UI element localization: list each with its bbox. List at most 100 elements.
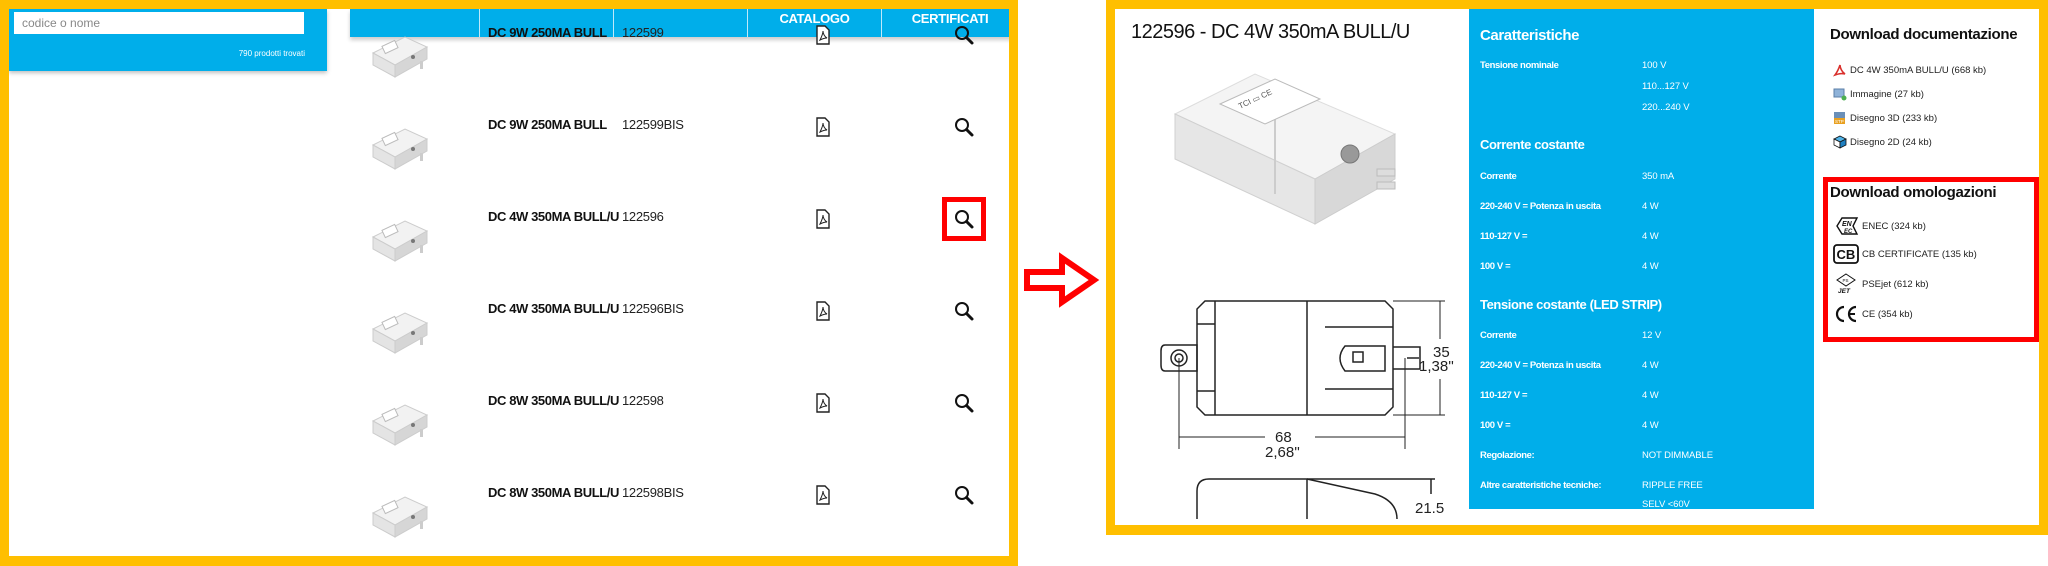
product-thumbnail[interactable] <box>365 117 435 177</box>
spec-label: Corrente <box>1480 171 1517 182</box>
header-code <box>614 9 748 37</box>
download-label: PSEjet (612 kb) <box>1862 278 1929 290</box>
product-code: 122599 <box>622 25 664 40</box>
header-catalogo[interactable]: CATALOGO <box>748 9 882 37</box>
download-label: CB CERTIFICATE (135 kb) <box>1862 248 1977 260</box>
search-panel: 790 prodotti trovati <box>9 9 327 71</box>
table-row[interactable]: DC 8W 350MA BULL/U 122598 <box>350 387 1009 479</box>
download-image[interactable]: Immagine (27 kb) <box>1833 83 1924 105</box>
spec-value: 12 V <box>1642 330 1662 341</box>
table-row[interactable]: DC 9W 250MA BULL 122599BIS <box>350 111 1009 203</box>
pdf-icon[interactable] <box>815 393 831 413</box>
spec-label: 100 V = <box>1480 261 1511 272</box>
homologations-title: Download omologazioni <box>1830 184 1997 201</box>
svg-text:PS: PS <box>1843 278 1849 283</box>
magnifier-icon[interactable] <box>953 24 975 46</box>
download-label: DC 4W 350mA BULL/U (668 kb) <box>1850 64 1987 76</box>
table-row[interactable]: DC 9W 250MA BULL 122599 <box>350 19 1009 111</box>
product-name[interactable]: DC 9W 250MA BULL <box>488 25 607 40</box>
specs-panel: Caratteristiche Tensione nominale 100 V … <box>1469 9 1814 510</box>
search-input[interactable] <box>14 12 304 34</box>
product-name[interactable]: DC 4W 350MA BULL/U <box>488 301 619 316</box>
product-code: 122596BIS <box>622 301 684 316</box>
download-3d-drawing[interactable]: STP Disegno 3D (233 kb) <box>1833 107 1937 129</box>
spec-label: 110-127 V = <box>1480 390 1528 401</box>
table-row[interactable]: DC 4W 350MA BULL/U 122596BIS <box>350 295 1009 387</box>
product-code: 122598BIS <box>622 485 684 500</box>
download-catalog-pdf[interactable]: DC 4W 350mA BULL/U (668 kb) <box>1833 59 1986 81</box>
spec-value: NOT DIMMABLE <box>1642 450 1713 461</box>
product-thumbnail[interactable] <box>365 25 435 85</box>
width-in-label: 2,68'' <box>1265 444 1300 461</box>
spec-value: 4 W <box>1642 360 1659 371</box>
right-arrow-icon <box>1024 252 1100 308</box>
corrente-costante-heading: Corrente costante <box>1480 137 1585 152</box>
header-image <box>350 9 480 37</box>
magnifier-icon[interactable] <box>953 484 975 506</box>
product-list-screenshot: 790 prodotti trovati CATALOGO CERTIFICAT… <box>0 0 1018 566</box>
download-ce[interactable]: CE (354 kb) <box>1833 303 1913 325</box>
results-count: 790 prodotti trovati <box>238 49 305 58</box>
spec-label: Tensione nominale <box>1480 60 1559 71</box>
download-2d-drawing[interactable]: Disegno 2D (24 kb) <box>1833 131 1932 153</box>
table-header: CATALOGO CERTIFICATI <box>350 9 1009 37</box>
product-code: 122599BIS <box>622 117 684 132</box>
magnifier-icon[interactable] <box>953 116 975 138</box>
svg-text:CB: CB <box>1837 247 1856 262</box>
spec-label: Corrente <box>1480 330 1517 341</box>
download-label: Disegno 2D (24 kb) <box>1850 136 1932 148</box>
pdf-icon[interactable] <box>815 301 831 321</box>
spec-value: 4 W <box>1642 420 1659 431</box>
spec-value: 4 W <box>1642 390 1659 401</box>
download-label: CE (354 kb) <box>1862 308 1913 320</box>
spec-value: 4 W <box>1642 201 1659 212</box>
product-thumbnail[interactable] <box>365 209 435 269</box>
depth-mm-label: 21.5 <box>1415 500 1444 517</box>
download-label: Disegno 3D (233 kb) <box>1850 112 1938 124</box>
product-detail-screenshot: 122596 - DC 4W 350mA BULL/U TCI ▭ CE <box>1106 0 2048 535</box>
height-in-label: 1,38'' <box>1419 358 1454 375</box>
spec-label: 100 V = <box>1480 420 1511 431</box>
table-row-selected[interactable]: DC 4W 350MA BULL/U 122596 <box>350 197 1009 295</box>
pdf-icon[interactable] <box>815 485 831 505</box>
table-row[interactable]: DC 8W 350MA BULL/U 122598BIS <box>350 479 1009 556</box>
documentation-title: Download documentazione <box>1830 26 2018 43</box>
cube-2d-icon <box>1833 135 1847 149</box>
download-enec[interactable]: EN EC ENEC (324 kb) <box>1833 215 1926 237</box>
svg-text:EN: EN <box>1842 221 1853 228</box>
spec-value: 110...127 V <box>1642 81 1689 92</box>
product-code: 122596 <box>622 209 664 224</box>
spec-label: 220-240 V = Potenza in uscita <box>1480 201 1601 212</box>
product-name[interactable]: DC 9W 250MA BULL <box>488 117 607 132</box>
product-table-body: DC 9W 250MA BULL 122599 DC 9W 250MA BULL <box>350 25 1009 556</box>
spec-value: SELV <60V <box>1642 499 1690 510</box>
download-cb-certificate[interactable]: CB CB CERTIFICATE (135 kb) <box>1833 243 1977 265</box>
product-thumbnail[interactable] <box>365 301 435 361</box>
product-name[interactable]: DC 4W 350MA BULL/U <box>488 209 619 224</box>
download-psejet[interactable]: PS JET PSEjet (612 kb) <box>1833 273 1929 295</box>
download-label: ENEC (324 kb) <box>1862 220 1926 232</box>
header-certificati[interactable]: CERTIFICATI <box>911 11 989 26</box>
pdf-icon[interactable] <box>815 209 831 229</box>
spec-value: 4 W <box>1642 261 1659 272</box>
pdf-icon[interactable] <box>815 25 831 45</box>
magnifier-icon[interactable] <box>953 300 975 322</box>
magnifier-icon[interactable] <box>953 392 975 414</box>
magnifier-icon-highlighted[interactable] <box>942 197 986 241</box>
spec-value: RIPPLE FREE <box>1642 480 1703 491</box>
product-name[interactable]: DC 8W 350MA BULL/U <box>488 393 619 408</box>
product-photo[interactable]: TCI ▭ CE <box>1145 54 1445 254</box>
downloads-panel: Download documentazione DC 4W 350mA BULL… <box>1823 9 2039 509</box>
stp-3d-icon: STP <box>1834 112 1845 124</box>
product-thumbnail[interactable] <box>365 485 435 545</box>
header-name <box>480 9 614 37</box>
psejet-icon: PS JET <box>1836 273 1856 295</box>
technical-drawing[interactable]: 35 1,38'' 68 2,68'' 21.5 <box>1135 279 1465 519</box>
product-name[interactable]: DC 8W 350MA BULL/U <box>488 485 619 500</box>
spec-value: 100 V <box>1642 60 1667 71</box>
product-code: 122598 <box>622 393 664 408</box>
pdf-icon[interactable] <box>815 117 831 137</box>
pdf-icon <box>1833 64 1846 77</box>
product-thumbnail[interactable] <box>365 393 435 453</box>
cb-icon: CB <box>1833 244 1859 264</box>
